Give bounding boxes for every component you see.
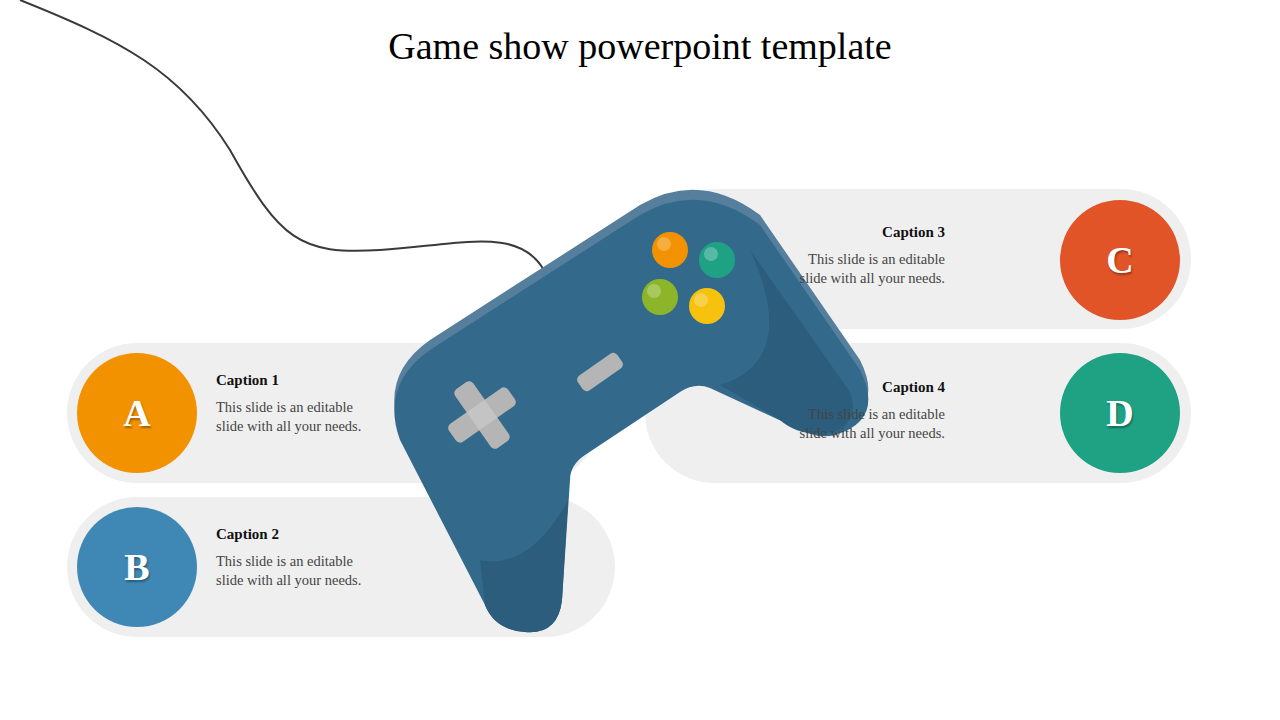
slide-title: Game show powerpoint template — [0, 24, 1280, 70]
caption-body: This slide is an editable slide with all… — [793, 405, 945, 443]
d-pad — [432, 365, 532, 465]
gamepad-body — [394, 200, 868, 633]
cable — [20, 0, 545, 272]
letter-circle: D — [1060, 353, 1180, 473]
option-letter: B — [124, 548, 149, 586]
caption-body: This slide is an editable slide with all… — [793, 250, 945, 288]
option-letter: D — [1106, 394, 1133, 432]
letter-circle: A — [77, 353, 197, 473]
caption-heading: Caption 1 — [216, 371, 368, 389]
caption-heading: Caption 2 — [216, 525, 368, 543]
gamepad-shade — [480, 500, 568, 632]
caption-heading: Caption 4 — [793, 378, 945, 396]
letter-circle: C — [1060, 200, 1180, 320]
caption-body: This slide is an editable slide with all… — [216, 398, 368, 436]
caption-text-block: Caption 3 This slide is an editable slide… — [793, 223, 945, 288]
option-letter: A — [123, 394, 150, 432]
gamepad-shade — [720, 250, 853, 434]
caption-heading: Caption 3 — [793, 223, 945, 241]
option-letter: C — [1106, 241, 1133, 279]
letter-circle: B — [77, 507, 197, 627]
caption-text-block: Caption 4 This slide is an editable slide… — [793, 378, 945, 443]
select-button — [575, 351, 625, 393]
caption-text-block: Caption 1 This slide is an editable slide… — [216, 371, 368, 436]
face-buttons — [642, 232, 735, 324]
caption-body: This slide is an editable slide with all… — [216, 552, 368, 590]
caption-text-block: Caption 2 This slide is an editable slide… — [216, 525, 368, 590]
